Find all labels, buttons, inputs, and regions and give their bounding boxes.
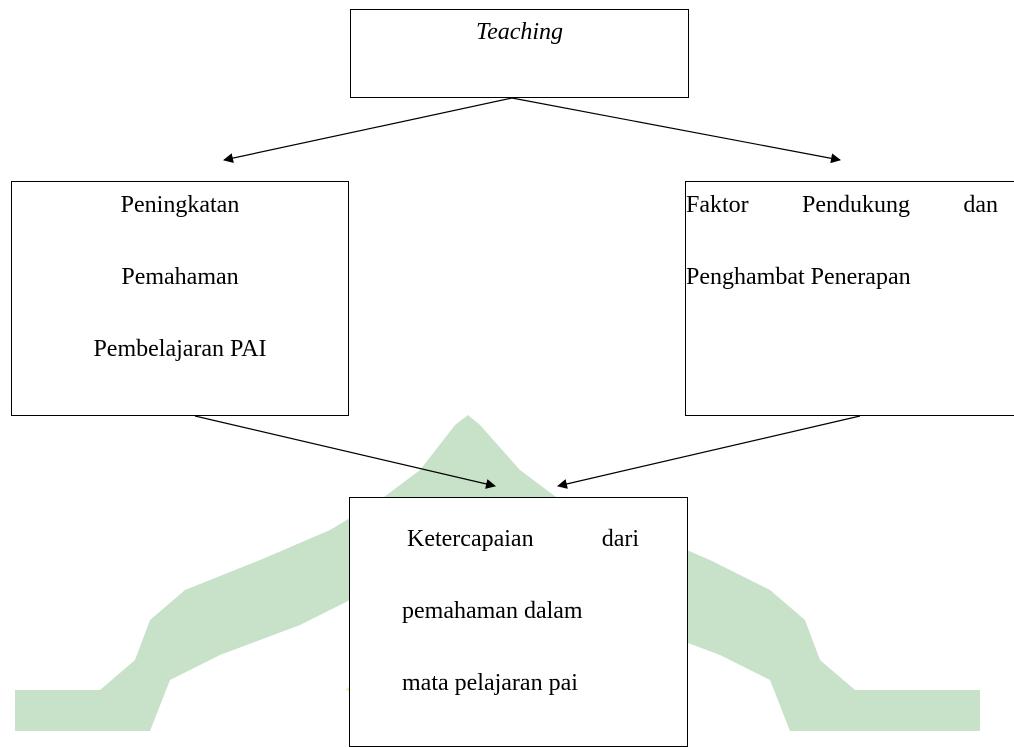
right-box-line-2: Penghambat Penerapan [686,264,911,290]
right-box-word-2: Pendukung [802,192,910,218]
right-box-word-3: dan [963,192,998,218]
bottom-box-word-2: dari [601,526,639,552]
left-box-line-2: Pemahaman [121,264,239,290]
ketercapaian-box: Ketercapaian dari pemahaman dalam mata p… [349,497,688,747]
bottom-box-word-1: Ketercapaian [407,526,534,552]
connectors [194,97,861,489]
arrow-right-to-bottom [557,415,861,489]
bottom-box-line-2: pemahaman dalam [402,598,583,624]
peningkatan-pemahaman-box: Peningkatan Pemahaman Pembelajaran PAI [11,181,349,416]
bottom-box-line-3: mata pelajaran pai [402,670,578,696]
faktor-pendukung-box: Faktor Pendukung dan Penghambat Penerapa… [685,181,1014,416]
right-box-line-1: Faktor Pendukung dan [686,191,998,219]
flow-diagram: Teaching Peningkatan Pemahaman Pembelaja… [11,9,1014,747]
left-box-line-1: Peningkatan [120,192,240,218]
bottom-box-line-1: Ketercapaian dari [407,525,639,553]
arrow-teaching-to-left [223,97,513,163]
left-box-line-3: Pembelajaran PAI [93,336,267,362]
right-box-word-1: Faktor [686,192,749,218]
arrow-teaching-to-right [511,97,841,164]
teaching-box: Teaching [350,9,689,98]
teaching-label: Teaching [475,19,564,45]
arrow-left-to-bottom [194,415,496,489]
